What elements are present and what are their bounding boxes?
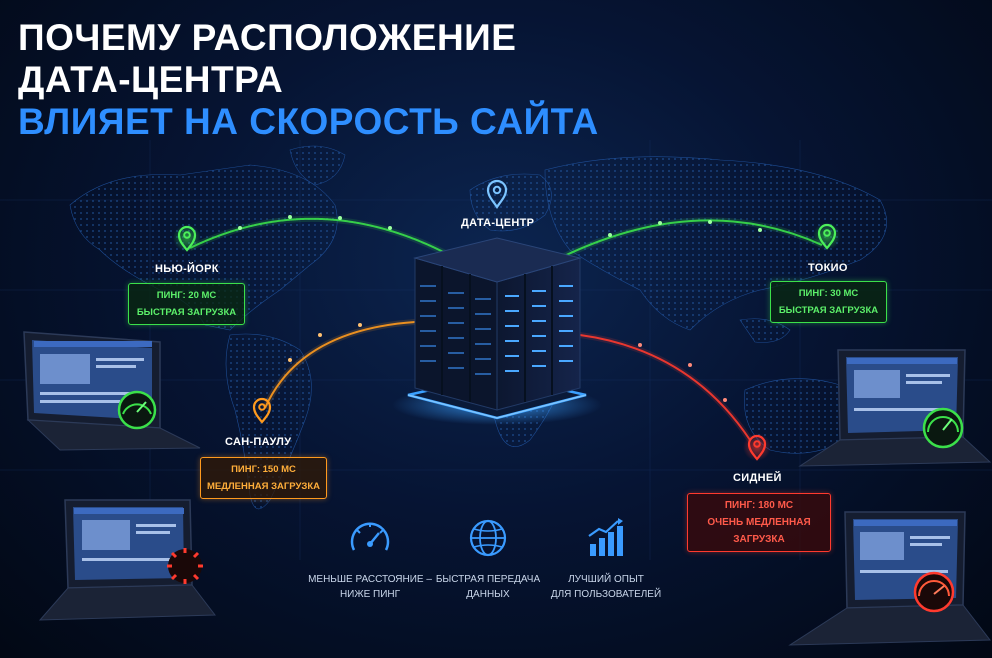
speedometer-icon bbox=[350, 522, 390, 551]
sydney-info: ПИНГ: 180 МС ОЧЕНЬ МЕДЛЕННАЯ ЗАГРУЗКА bbox=[687, 493, 831, 552]
sao-paulo-label: САН-ПАУЛУ bbox=[225, 436, 292, 448]
new-york-ping: ПИНГ: 20 МС bbox=[156, 290, 217, 301]
tokyo-label: ТОКИО bbox=[808, 262, 848, 274]
sao-paulo-status: МЕДЛЕННАЯ ЗАГРУЗКА bbox=[207, 481, 320, 492]
feature-experience-line-2: ДЛЯ ПОЛЬЗОВАТЕЛЕЙ bbox=[550, 589, 662, 600]
server-rack bbox=[407, 237, 587, 420]
feature-transfer: БЫСТРАЯ ПЕРЕДАЧА ДАННЫХ bbox=[423, 518, 553, 602]
tokyo-ping: ПИНГ: 30 МС bbox=[798, 288, 859, 299]
sydney-label: СИДНЕЙ bbox=[733, 472, 782, 484]
sao-paulo-info: ПИНГ: 150 МС МЕДЛЕННАЯ ЗАГРУЗКА bbox=[200, 457, 327, 499]
feature-distance-line-2: НИЖЕ ПИНГ bbox=[339, 589, 401, 600]
route-new-york bbox=[189, 217, 456, 259]
datacenter-label: ДАТА-ЦЕНТР bbox=[461, 217, 535, 229]
route-sydney bbox=[579, 334, 751, 441]
route-sao-paulo bbox=[264, 321, 416, 409]
laptop-slow-bottom-left bbox=[38, 499, 216, 621]
laptop-slow-right bbox=[788, 511, 991, 646]
title-line-3: ВЛИЯЕТ НА СКОРОСТЬ САЙТА bbox=[18, 101, 599, 142]
new-york-label: НЬЮ-ЙОРК bbox=[155, 263, 219, 275]
datacenter-pin-icon bbox=[486, 179, 508, 209]
title-line-2: ДАТА-ЦЕНТРА bbox=[18, 59, 284, 100]
feature-distance: МЕНЬШЕ РАССТОЯНИЕ – НИЖЕ ПИНГ bbox=[305, 518, 435, 602]
sydney-pin-icon bbox=[743, 433, 771, 461]
new-york-info: ПИНГ: 20 МС БЫСТРАЯ ЗАГРУЗКА bbox=[128, 283, 245, 325]
sydney-ping: ПИНГ: 180 МС bbox=[724, 500, 794, 511]
growth-chart-icon bbox=[588, 518, 623, 556]
route-tokyo bbox=[559, 219, 823, 259]
feature-transfer-line-2: ДАННЫХ bbox=[466, 589, 510, 600]
tokyo-info: ПИНГ: 30 МС БЫСТРАЯ ЗАГРУЗКА bbox=[770, 281, 887, 323]
sao-paulo-ping: ПИНГ: 150 МС bbox=[231, 464, 296, 475]
laptop-fast-right bbox=[798, 349, 992, 467]
feature-transfer-line-1: БЫСТРАЯ ПЕРЕДАЧА bbox=[435, 574, 541, 585]
tokyo-pin-icon bbox=[813, 222, 841, 250]
new-york-pin-icon bbox=[173, 224, 201, 252]
sydney-status-line-2: ЗАГРУЗКА bbox=[733, 534, 785, 545]
title-line-1: ПОЧЕМУ РАСПОЛОЖЕНИЕ bbox=[18, 17, 517, 58]
feature-experience-line-1: ЛУЧШИЙ ОПЫТ bbox=[568, 574, 644, 585]
feature-distance-line-1: МЕНЬШЕ РАССТОЯНИЕ – bbox=[308, 574, 432, 585]
sao-paulo-pin-icon bbox=[252, 397, 272, 424]
new-york-status: БЫСТРАЯ ЗАГРУЗКА bbox=[136, 307, 237, 318]
globe-icon bbox=[469, 519, 507, 557]
sydney-status-line-1: ОЧЕНЬ МЕДЛЕННАЯ bbox=[707, 517, 811, 528]
laptop-fast-top-left bbox=[23, 331, 201, 451]
tokyo-status: БЫСТРАЯ ЗАГРУЗКА bbox=[778, 305, 879, 316]
feature-experience: ЛУЧШИЙ ОПЫТ ДЛЯ ПОЛЬЗОВАТЕЛЕЙ bbox=[541, 518, 671, 602]
